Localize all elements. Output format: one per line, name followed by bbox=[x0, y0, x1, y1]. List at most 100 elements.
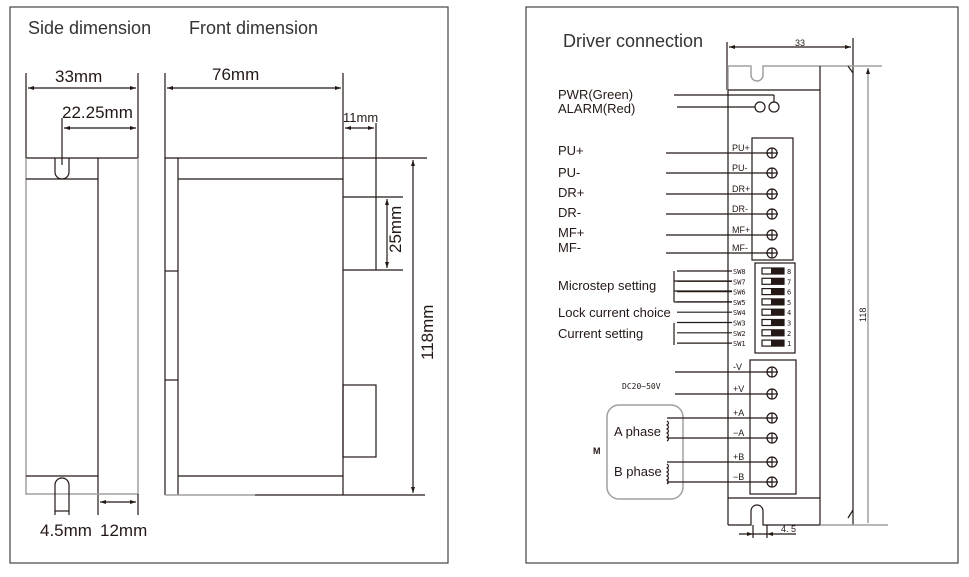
front-dimension-title: Front dimension bbox=[189, 18, 318, 38]
signal-row: DR+ DR+ bbox=[558, 184, 778, 200]
driver-outline: 33 118 4. 5 bbox=[726, 38, 888, 538]
dim-25mm: 25mm bbox=[386, 206, 405, 253]
switch-number: 7 bbox=[787, 278, 791, 286]
screw-terminal-icon bbox=[766, 188, 778, 200]
screw-terminal-icon bbox=[766, 388, 778, 400]
dip-switch-row: SW1 1 bbox=[677, 339, 791, 348]
power-terminal-row: +A bbox=[667, 408, 778, 424]
dip-switch-row: SW8 8 bbox=[677, 267, 791, 276]
left-panel-frame bbox=[9, 6, 449, 564]
driver-connection-title: Driver connection bbox=[563, 31, 703, 51]
side-view: 33mm 22.25mm 4.5mm 12mm bbox=[25, 67, 147, 540]
microstep-setting-label: Microstep setting bbox=[558, 278, 656, 293]
power-motor-terminal-block: DC20~50V M A phase B phase -V +V +A −A +B −B bbox=[593, 359, 797, 500]
dim-33mm: 33mm bbox=[55, 67, 102, 86]
pwr-label: PWR(Green) bbox=[558, 87, 633, 102]
front-view: 76mm 11mm 25mm 118mm bbox=[164, 65, 437, 496]
a-coil-icon bbox=[665, 420, 670, 442]
switch-label: SW3 bbox=[733, 320, 746, 328]
dim-4-5mm: 4.5mm bbox=[40, 521, 92, 540]
power-terminal-row: -V bbox=[675, 362, 778, 378]
b-coil-icon bbox=[665, 463, 670, 485]
signal-label: PU- bbox=[558, 165, 580, 180]
switch-label: SW5 bbox=[733, 299, 746, 307]
b-phase-label: B phase bbox=[614, 464, 662, 479]
switch-label: SW2 bbox=[733, 330, 746, 338]
switch-number: 8 bbox=[787, 268, 791, 276]
screw-terminal-icon bbox=[766, 476, 778, 488]
terminal-label: -V bbox=[733, 362, 742, 372]
screw-terminal-icon bbox=[766, 432, 778, 444]
dip-switch-block: Microstep setting Lock current choice Cu… bbox=[558, 262, 796, 354]
power-terminal-row: −B bbox=[667, 472, 778, 488]
led-indicators: PWR(Green) ALARM(Red) bbox=[558, 87, 780, 116]
dim-118mm: 118mm bbox=[418, 305, 437, 360]
signal-row: DR- DR- bbox=[558, 204, 778, 220]
dim-12mm: 12mm bbox=[100, 521, 147, 540]
terminal-label: −B bbox=[733, 472, 744, 482]
screw-terminal-icon bbox=[766, 366, 778, 378]
switch-label: SW7 bbox=[733, 278, 746, 286]
dc-voltage-label: DC20~50V bbox=[622, 382, 661, 391]
dim-33: 33 bbox=[795, 38, 805, 48]
right-panel-frame bbox=[525, 6, 959, 564]
screw-terminal-icon bbox=[766, 208, 778, 220]
terminal-label: −A bbox=[733, 428, 744, 438]
screw-terminal-icon bbox=[766, 229, 778, 241]
switch-number: 1 bbox=[787, 340, 791, 348]
terminal-label: PU- bbox=[732, 163, 748, 173]
dip-switch-row: SW2 2 bbox=[677, 329, 791, 338]
a-phase-label: A phase bbox=[614, 424, 661, 439]
dim-76mm: 76mm bbox=[212, 65, 259, 84]
switch-label: SW4 bbox=[733, 309, 746, 317]
terminal-label: MF+ bbox=[732, 225, 750, 235]
alarm-label: ALARM(Red) bbox=[558, 101, 635, 116]
screw-terminal-icon bbox=[766, 167, 778, 179]
terminal-label: DR+ bbox=[732, 184, 750, 194]
motor-label: M bbox=[593, 446, 601, 456]
power-terminal-row: +V bbox=[675, 384, 778, 400]
bottom-slot bbox=[54, 477, 70, 515]
connector-block bbox=[342, 384, 377, 458]
terminal-label: MF- bbox=[732, 243, 748, 253]
signal-label: MF- bbox=[558, 240, 581, 255]
switch-label: SW6 bbox=[733, 289, 746, 297]
screw-terminal-icon bbox=[766, 247, 778, 259]
screw-terminal-icon bbox=[766, 456, 778, 468]
switch-label: SW1 bbox=[733, 340, 746, 348]
pwr-led-icon bbox=[768, 101, 780, 113]
motor-outline bbox=[606, 404, 684, 500]
signal-label: DR- bbox=[558, 205, 581, 220]
signal-label: MF+ bbox=[558, 225, 584, 240]
dim-118: 118 bbox=[858, 308, 868, 322]
signal-row: MF+ MF+ bbox=[558, 225, 778, 241]
current-setting-label: Current setting bbox=[558, 326, 643, 341]
lock-current-label: Lock current choice bbox=[558, 305, 671, 320]
switch-number: 2 bbox=[787, 330, 791, 338]
terminal-label: DR- bbox=[732, 204, 748, 214]
signal-row: PU- PU- bbox=[558, 163, 778, 180]
terminal-label: +A bbox=[733, 408, 744, 418]
dim-4-5: 4. 5 bbox=[781, 524, 796, 534]
signal-row: MF- MF- bbox=[558, 240, 778, 259]
switch-label: SW8 bbox=[733, 268, 746, 276]
signal-terminal-block: PU+PU+PU-PU-DR+DR+DR-DR-MF+MF+MF-MF- bbox=[558, 137, 794, 261]
terminal-label: PU+ bbox=[732, 143, 750, 153]
switch-number: 5 bbox=[787, 299, 791, 307]
power-terminal-row: −A bbox=[667, 428, 778, 444]
dim-22-25mm: 22.25mm bbox=[62, 103, 133, 122]
alarm-led-icon bbox=[754, 101, 766, 113]
signal-row: PU+PU+ bbox=[558, 143, 778, 159]
terminal-label: +B bbox=[733, 452, 744, 462]
dip-switch-row: SW4 4 bbox=[677, 308, 791, 317]
screw-terminal-icon bbox=[766, 412, 778, 424]
screw-terminal-icon bbox=[766, 147, 778, 159]
switch-number: 4 bbox=[787, 309, 791, 317]
dip-switch-row: SW5 5 bbox=[677, 298, 791, 307]
dip-switch-row: SW7 7 bbox=[677, 277, 791, 286]
signal-label: DR+ bbox=[558, 185, 584, 200]
power-terminal-row: +B bbox=[667, 452, 778, 468]
